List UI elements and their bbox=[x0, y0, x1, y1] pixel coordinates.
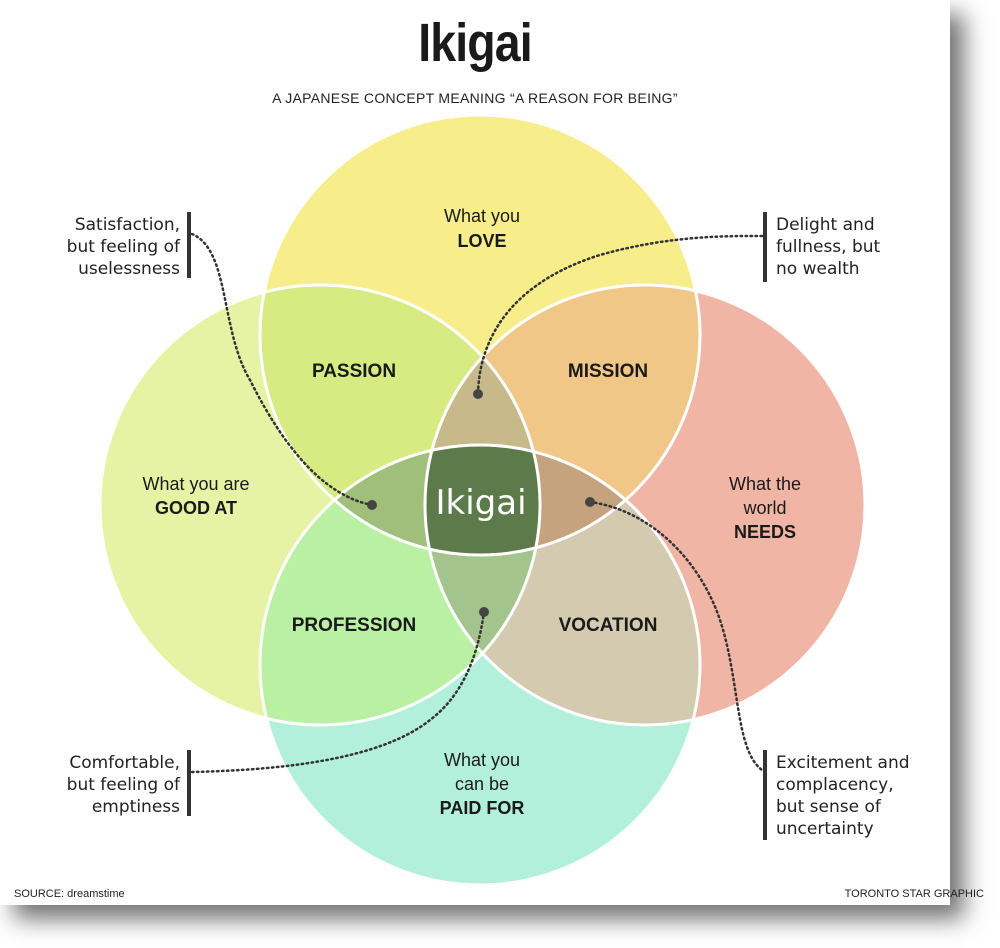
good-at-label-line2: GOOD AT bbox=[155, 498, 237, 518]
dot-left-lens bbox=[367, 500, 377, 510]
needs-label-line3: NEEDS bbox=[734, 522, 796, 542]
svg-text:Excitement and: Excitement and bbox=[776, 753, 910, 773]
paid-for-label-line3: PAID FOR bbox=[440, 798, 525, 818]
dot-right-lens bbox=[585, 497, 595, 507]
note-top-left: Satisfaction, but feeling of uselessness bbox=[67, 215, 181, 279]
note-bottom-left: Comfortable, but feeling of emptiness bbox=[67, 753, 181, 817]
note-bar-top-right bbox=[763, 212, 767, 282]
dot-top-lens bbox=[473, 389, 483, 399]
profession-label: PROFESSION bbox=[292, 615, 417, 636]
svg-text:Delight and: Delight and bbox=[776, 215, 875, 235]
love-label-line2: LOVE bbox=[457, 231, 506, 251]
connector-bottom-left bbox=[190, 610, 486, 774]
svg-text:no wealth: no wealth bbox=[776, 259, 860, 279]
page-subtitle: A JAPANESE CONCEPT MEANING “A REASON FOR… bbox=[272, 90, 678, 106]
svg-text:uncertainty: uncertainty bbox=[776, 819, 874, 839]
ikigai-center-label: Ikigai bbox=[435, 483, 526, 523]
connector-top-right bbox=[476, 234, 764, 395]
note-top-right: Delight and fullness, but no wealth bbox=[776, 215, 881, 279]
svg-text:but feeling of: but feeling of bbox=[67, 237, 181, 257]
note-bottom-right: Excitement and complacency, but sense of… bbox=[776, 753, 910, 839]
connector-bottom-right bbox=[588, 500, 764, 772]
connector-top-left bbox=[190, 232, 374, 507]
svg-text:complacency,: complacency, bbox=[776, 775, 894, 795]
svg-text:fullness, but: fullness, but bbox=[776, 237, 881, 257]
svg-text:but sense of: but sense of bbox=[776, 797, 882, 817]
note-bar-bottom-left bbox=[187, 750, 191, 816]
needs-label-line2: world bbox=[742, 498, 786, 518]
svg-text:emptiness: emptiness bbox=[92, 797, 180, 817]
page-title: Ikigai bbox=[418, 13, 532, 73]
passion-label: PASSION bbox=[312, 361, 396, 382]
svg-text:uselessness: uselessness bbox=[78, 259, 180, 279]
needs-label-line1: What the bbox=[729, 474, 801, 494]
source-credit: SOURCE: dreamstime bbox=[14, 888, 125, 900]
good-at-label-line1: What you are bbox=[142, 474, 249, 494]
paid-for-label-line1: What you bbox=[444, 750, 520, 770]
dot-bottom-lens bbox=[479, 607, 489, 617]
graphic-credit: TORONTO STAR GRAPHIC bbox=[844, 888, 984, 900]
love-label-line1: What you bbox=[444, 206, 520, 226]
paid-for-label-line2: can be bbox=[455, 774, 509, 794]
note-bar-bottom-right bbox=[763, 750, 767, 840]
svg-text:Satisfaction,: Satisfaction, bbox=[75, 215, 180, 235]
mission-label: MISSION bbox=[568, 361, 648, 382]
svg-text:but feeling of: but feeling of bbox=[67, 775, 181, 795]
svg-text:Comfortable,: Comfortable, bbox=[69, 753, 180, 773]
note-bar-top-left bbox=[187, 212, 191, 278]
vocation-label: VOCATION bbox=[559, 615, 658, 636]
